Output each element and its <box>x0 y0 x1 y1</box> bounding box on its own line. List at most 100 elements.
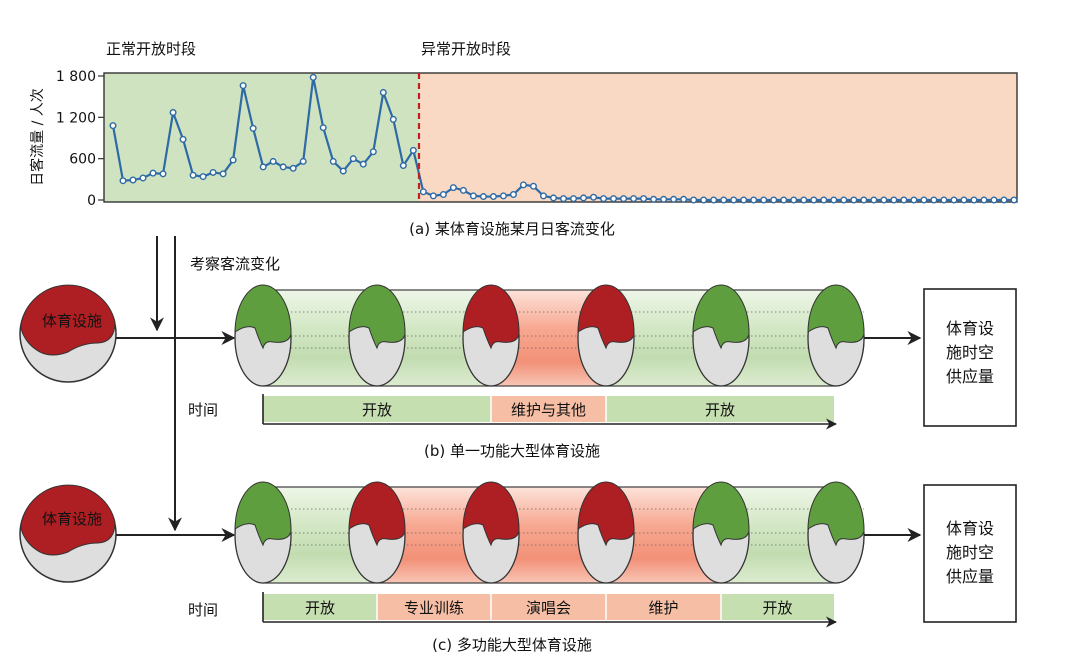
label-normal-period: 正常开放时段 <box>106 40 196 58</box>
data-point <box>560 195 568 203</box>
data-point <box>780 196 788 204</box>
data-point <box>379 89 387 97</box>
data-point <box>519 181 527 189</box>
data-point <box>860 196 868 204</box>
slice-ellipse <box>234 284 292 387</box>
observe-arrows: 考察客流变化 <box>150 236 280 532</box>
plot-frame <box>103 72 1018 203</box>
timeline-segment: 专业训练 <box>376 594 491 620</box>
data-point <box>910 196 918 204</box>
timeline-segment: 维护 <box>605 594 721 620</box>
timeline-label: 开放 <box>705 401 735 419</box>
output-line-2: 施时空 <box>946 343 994 362</box>
abnormal-period-background <box>419 73 1017 202</box>
data-point <box>529 182 537 190</box>
data-point <box>329 157 337 165</box>
data-point <box>159 170 167 178</box>
y-tick-label: 0 <box>87 193 96 209</box>
data-point <box>299 157 307 165</box>
data-point <box>640 195 648 203</box>
panel-b: 体育设施 体育设 施时空 供应量 时间 开放维护与其他开放 (b) 单一功能大型… <box>19 284 1017 460</box>
timeline-segment: 开放 <box>605 396 834 422</box>
timeline-label: 专业训练 <box>404 599 464 617</box>
caption-b: (b) 单一功能大型体育设施 <box>424 442 600 460</box>
data-point <box>570 195 578 203</box>
data-point <box>479 193 487 201</box>
data-point <box>920 196 928 204</box>
data-point <box>549 194 557 202</box>
timeline-label: 维护与其他 <box>511 401 586 419</box>
data-point <box>369 148 377 156</box>
data-point <box>990 196 998 204</box>
data-point <box>960 196 968 204</box>
slice-ellipse <box>692 481 750 584</box>
data-point <box>339 167 347 175</box>
data-point <box>760 196 768 204</box>
normal-period-background <box>104 73 419 202</box>
data-point <box>690 196 698 204</box>
facility-pie: 体育设施 <box>19 484 117 583</box>
output-line-2: 施时空 <box>946 543 994 562</box>
data-point <box>580 194 588 202</box>
timeline-label: 开放 <box>362 401 392 419</box>
data-point <box>630 195 638 203</box>
data-point <box>289 164 297 172</box>
data-point <box>249 124 257 132</box>
data-point <box>309 73 317 81</box>
data-point <box>770 196 778 204</box>
data-point <box>409 146 417 154</box>
series-points <box>109 73 1018 204</box>
data-point <box>750 196 758 204</box>
data-point <box>740 196 748 204</box>
data-point <box>459 186 467 194</box>
output-line-1: 体育设 <box>946 519 994 538</box>
data-point <box>830 196 838 204</box>
data-point <box>880 196 888 204</box>
data-point <box>820 196 828 204</box>
y-axis-label: 日客流量 / 人次 <box>29 88 46 186</box>
slice-ellipse <box>348 481 406 584</box>
data-point <box>279 163 287 171</box>
data-point <box>660 195 668 203</box>
timeline-label: 维护 <box>648 599 678 617</box>
data-point <box>239 82 247 90</box>
data-point <box>600 195 608 203</box>
data-point <box>930 196 938 204</box>
y-tick-label: 1 800 <box>56 69 96 85</box>
data-point <box>449 184 457 192</box>
timeline-segment: 开放 <box>720 594 834 620</box>
data-point <box>489 193 497 201</box>
slice-ellipse <box>348 284 406 387</box>
data-point <box>179 135 187 143</box>
slice-ellipse <box>692 284 750 387</box>
facility-label: 体育设施 <box>42 510 102 528</box>
data-point <box>349 155 357 163</box>
data-point <box>499 192 507 200</box>
data-point <box>1010 196 1018 204</box>
time-label: 时间 <box>188 401 218 419</box>
time-cylinder <box>234 284 865 387</box>
timeline-segment: 开放 <box>263 396 491 422</box>
slice-ellipse <box>577 284 635 387</box>
slice-ellipse <box>462 284 520 387</box>
data-point <box>590 193 598 201</box>
slice-ellipse <box>234 481 292 584</box>
output-box <box>923 288 1017 427</box>
data-point <box>650 195 658 203</box>
data-point <box>670 195 678 203</box>
data-point <box>840 196 848 204</box>
slice-ellipse <box>577 481 635 584</box>
data-point <box>439 190 447 198</box>
data-point <box>149 169 157 177</box>
data-point <box>850 196 858 204</box>
facility-pie: 体育设施 <box>19 284 117 383</box>
data-point <box>970 196 978 204</box>
data-point <box>940 196 948 204</box>
output-line-3: 供应量 <box>946 567 994 586</box>
timeline-segment: 开放 <box>263 594 377 620</box>
data-point <box>730 196 738 204</box>
data-point <box>950 196 958 204</box>
data-point <box>680 195 688 203</box>
